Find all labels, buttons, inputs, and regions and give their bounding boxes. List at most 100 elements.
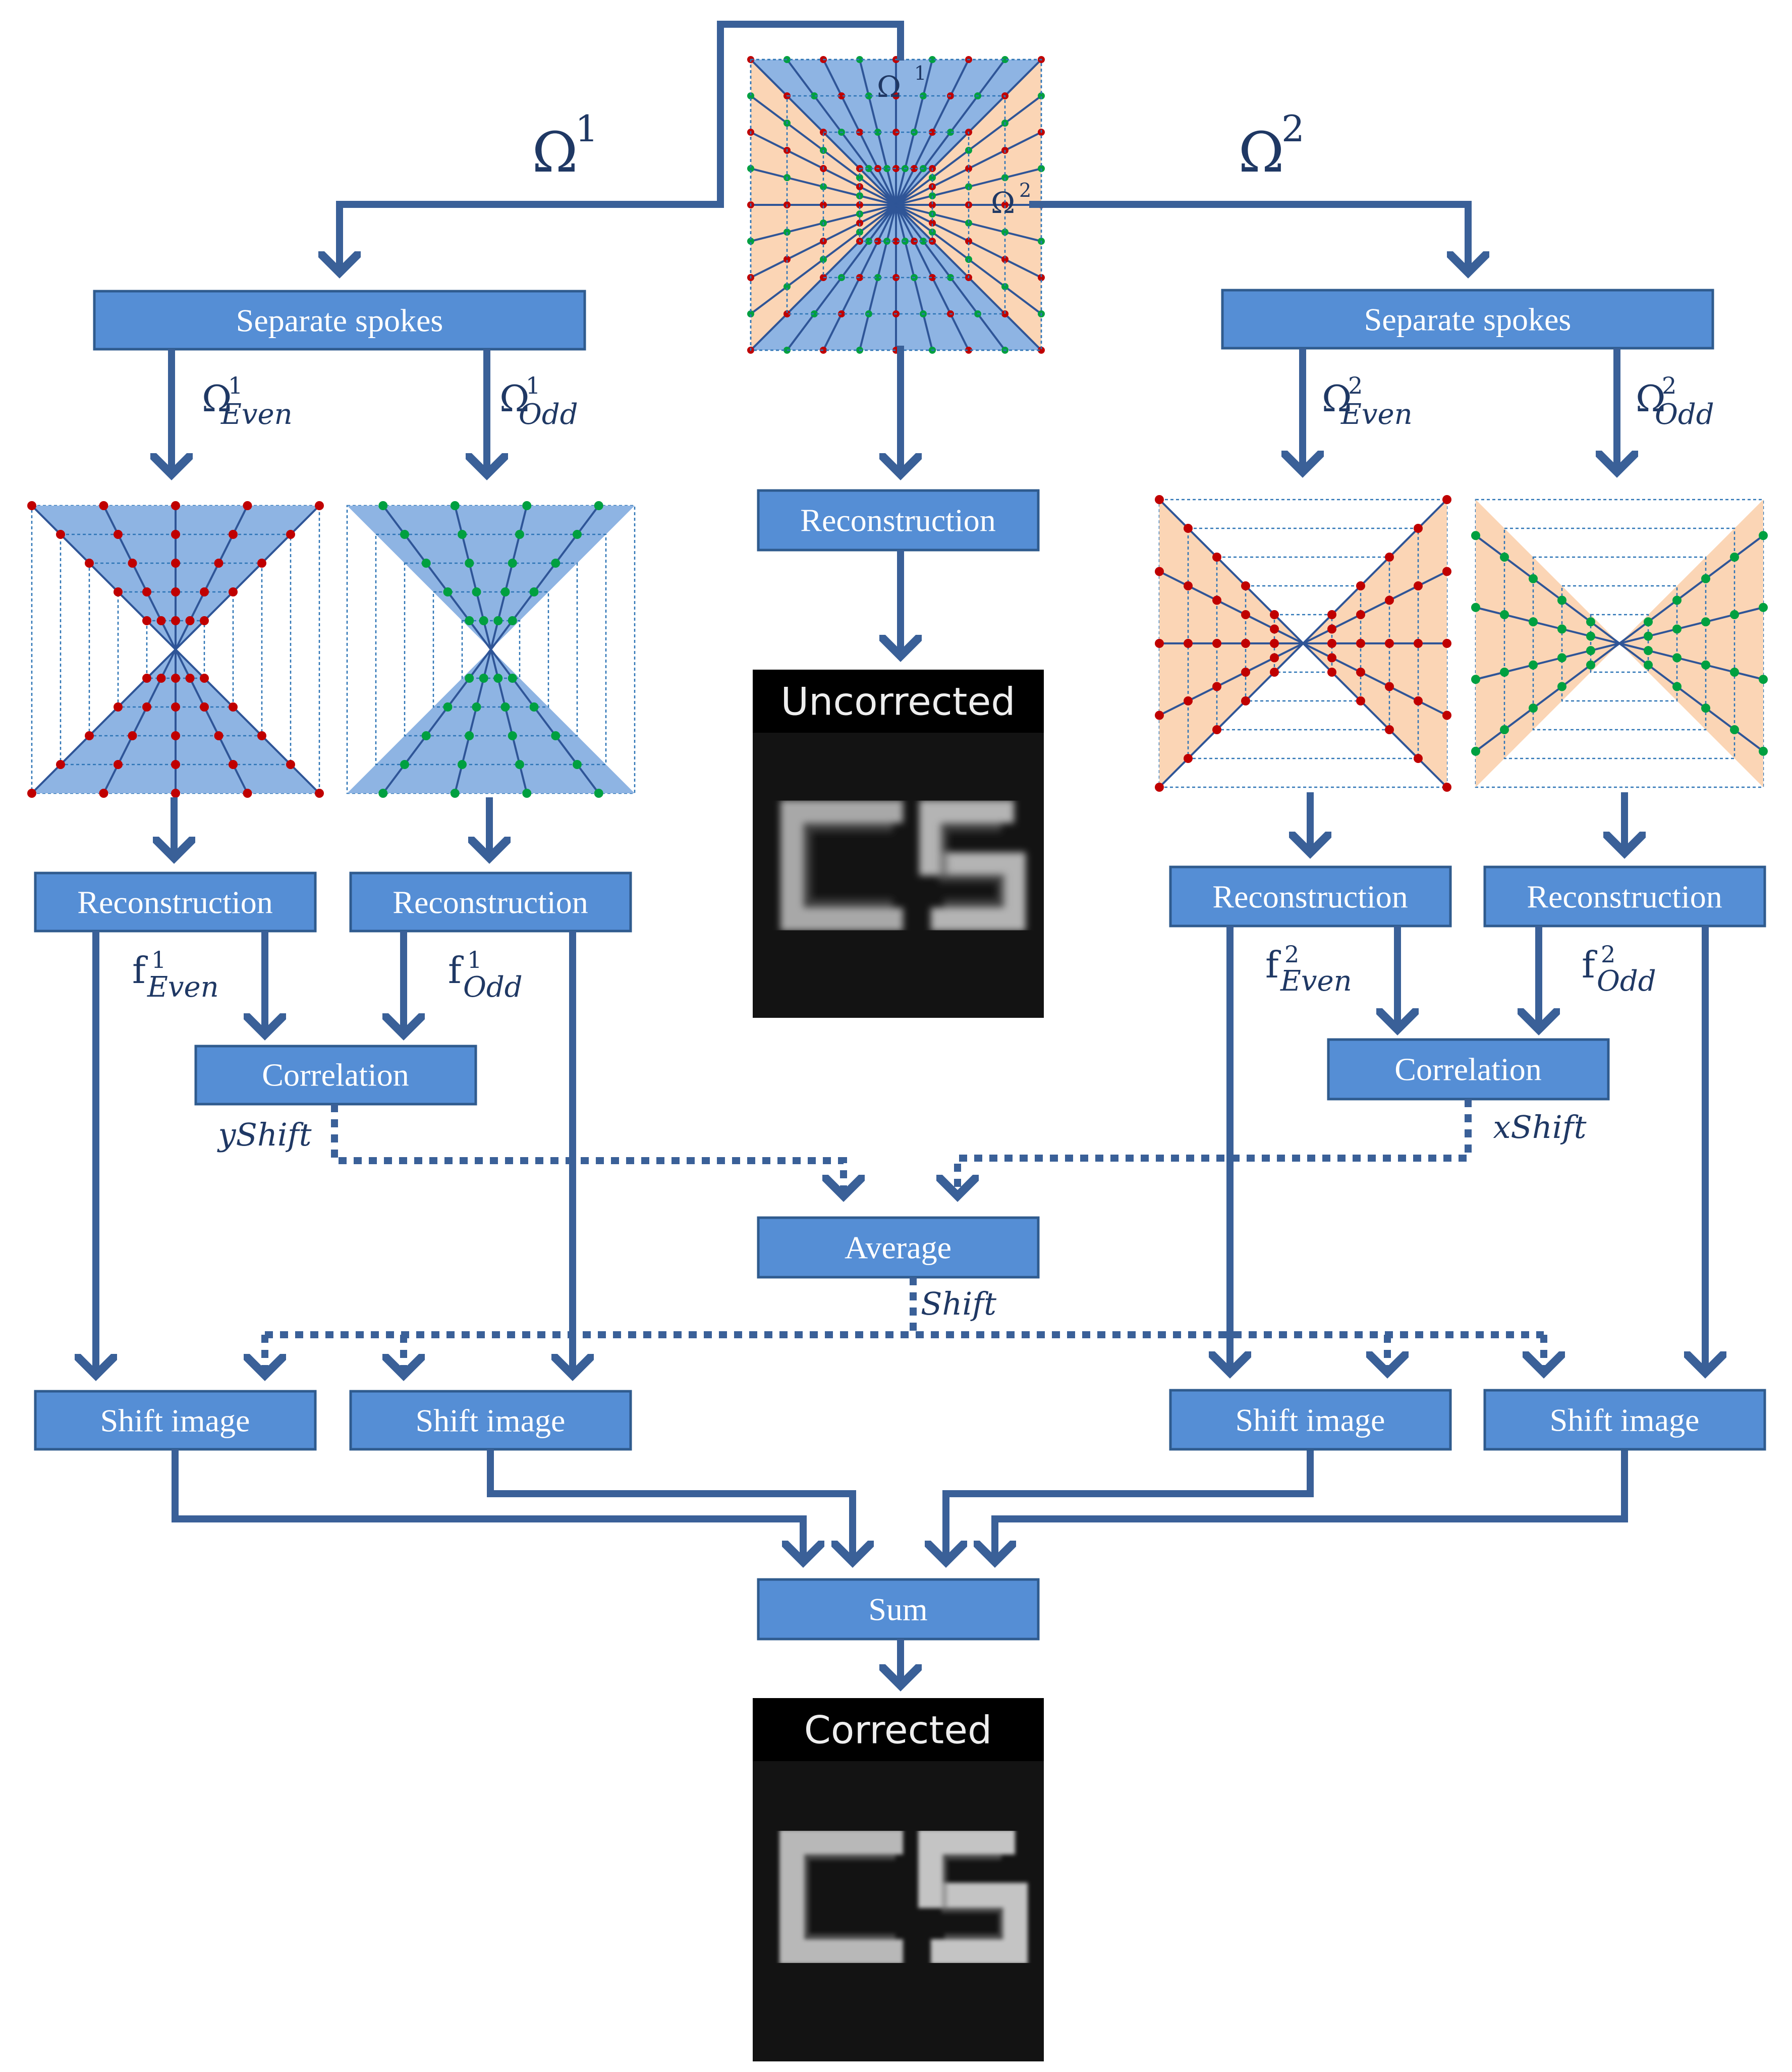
- sample-dot: [1184, 524, 1193, 533]
- sample-dot: [1471, 746, 1480, 756]
- sample-dot: [1414, 639, 1423, 648]
- sample-dot: [1557, 682, 1566, 691]
- grid-rect: [375, 533, 607, 766]
- sample-dot: [1759, 531, 1768, 540]
- sample-dot: [1701, 617, 1710, 627]
- sample-dot: [243, 789, 252, 798]
- sample-dot: [1385, 553, 1394, 562]
- sample-dot: [965, 347, 972, 354]
- right-f-even-label: f 2 Even: [1265, 941, 1352, 998]
- sample-dot: [450, 789, 460, 798]
- sample-dot: [1327, 668, 1336, 677]
- sample-dot: [171, 789, 180, 798]
- sample-dot: [1500, 610, 1509, 619]
- grid-omega1-sup: 1: [914, 62, 926, 84]
- grid-rect: [1532, 556, 1707, 731]
- sample-dot: [1184, 696, 1193, 705]
- right-odd-omega-label: Ω 2 Odd: [1636, 372, 1714, 431]
- right-shift-image-1-box: Shift image: [1169, 1389, 1452, 1451]
- left-f-odd-sup: 1: [467, 946, 482, 973]
- spoke-line: [1619, 606, 1764, 644]
- uncorrected-header: [753, 670, 1044, 733]
- left-separate-spokes-box: Separate spokes: [93, 290, 586, 351]
- right-even-omega-label: Ω 2 Even: [1322, 372, 1413, 431]
- left-correlation-label: Correlation: [262, 1057, 409, 1093]
- spoke-line: [102, 505, 177, 650]
- sample-dot: [156, 616, 166, 625]
- left-separate-spokes-rect: [93, 290, 586, 351]
- sample-dot: [820, 256, 827, 263]
- sample-dot: [1038, 274, 1045, 281]
- sample-dot: [1471, 603, 1480, 612]
- center-reconstruction-box: Reconstruction: [757, 489, 1040, 552]
- sample-dot: [1241, 639, 1250, 648]
- sample-dot: [929, 201, 936, 208]
- left-shift-image-2-label: Shift image: [416, 1403, 566, 1439]
- sample-dot: [551, 559, 561, 568]
- sample-dot: [856, 201, 863, 208]
- sample-dot: [450, 501, 460, 510]
- spoke-line: [1303, 570, 1447, 644]
- right-recon-even-label: Reconstruction: [1212, 879, 1408, 915]
- sample-dot: [200, 674, 209, 683]
- left-even-sub: Even: [220, 398, 293, 431]
- sample-dot: [1270, 624, 1279, 634]
- left-f-even-sup: 1: [151, 946, 166, 973]
- sample-dot: [1327, 639, 1336, 648]
- sample-dot: [1212, 682, 1221, 691]
- sample-dot: [783, 256, 791, 263]
- sample-dot: [378, 789, 388, 798]
- omega2-sup: 2: [1281, 107, 1305, 150]
- left-correlation-box: Correlation: [194, 1045, 477, 1106]
- sample-dot: [1001, 201, 1009, 208]
- shift-label: Shift: [921, 1285, 996, 1322]
- spoke-line: [175, 649, 249, 794]
- sample-dot: [1327, 610, 1336, 619]
- spoke-line: [1303, 642, 1447, 717]
- grid-rect: [461, 620, 521, 679]
- right-shift-image-1-rect: [1169, 1389, 1452, 1451]
- right-correlation-rect: [1327, 1038, 1610, 1101]
- right-reconstruction-even-box: Reconstruction: [1169, 865, 1452, 928]
- sample-dot: [1586, 660, 1595, 670]
- sample-dot: [1414, 754, 1423, 763]
- sample-dot: [493, 616, 503, 625]
- sample-dot: [128, 559, 137, 568]
- left-reconstruction-even-box: Reconstruction: [34, 871, 317, 933]
- sample-dot: [1442, 639, 1451, 648]
- sample-dot: [856, 174, 863, 181]
- sample-dot: [500, 587, 510, 596]
- sample-dot: [257, 731, 266, 740]
- sample-dot: [1001, 256, 1009, 263]
- sample-dot: [1001, 229, 1009, 236]
- left-recon-even-label: Reconstruction: [77, 885, 272, 920]
- sample-dot: [443, 587, 453, 596]
- sample-dot: [378, 501, 388, 510]
- sample-dot: [892, 238, 900, 245]
- sample-dot: [1644, 631, 1653, 641]
- right-f-odd-sub: Odd: [1597, 965, 1656, 998]
- left-odd-omega: Ω: [499, 377, 530, 420]
- right-xshift-label: xShift: [1493, 1109, 1586, 1146]
- sample-dot: [214, 731, 223, 740]
- left-f-odd-sub: Odd: [463, 971, 523, 1004]
- right-recon-odd-label: Reconstruction: [1527, 879, 1722, 915]
- sample-dot: [1442, 495, 1451, 504]
- right-f-odd: f: [1582, 944, 1597, 986]
- sample-dot: [1759, 746, 1768, 756]
- sample-dot: [85, 559, 94, 568]
- spoke-line: [1159, 642, 1304, 717]
- sample-dot: [1672, 624, 1682, 634]
- sample-dot: [171, 559, 180, 568]
- right-even-kspace: [1155, 495, 1451, 792]
- sample-dot: [508, 559, 517, 568]
- sample-dot: [783, 310, 791, 317]
- sample-dot: [508, 731, 517, 740]
- sample-dot: [920, 238, 927, 245]
- sample-dot: [1586, 631, 1595, 641]
- left-shift-image-1-box: Shift image: [34, 1390, 317, 1451]
- grid-rect: [60, 533, 292, 766]
- sample-dot: [820, 201, 827, 208]
- sample-dot: [515, 760, 524, 769]
- spoke-line: [490, 505, 600, 650]
